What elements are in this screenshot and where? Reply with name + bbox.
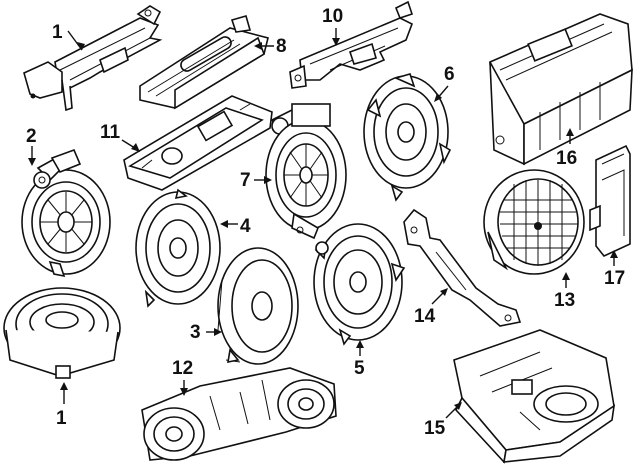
- callout-8-label: 8: [276, 36, 287, 57]
- callout-11: 11: [100, 122, 140, 152]
- callout-1-label: 1: [56, 408, 67, 429]
- callout-4: 4: [220, 216, 251, 237]
- part-12-center-woofer: [141, 367, 337, 461]
- callout-2: 2: [26, 126, 37, 166]
- callout-13: 13: [554, 272, 575, 311]
- callout-1: 1: [56, 382, 68, 429]
- callout-6-label: 6: [444, 64, 455, 85]
- callout-15: 15: [424, 402, 462, 439]
- part-17-amplifier-bracket: [589, 144, 631, 257]
- part-4-midrange: [135, 188, 221, 308]
- callout-8: 8: [254, 36, 287, 57]
- callout-7: 7: [240, 170, 272, 191]
- callout-16-label: 16: [556, 148, 577, 169]
- callout-5-label: 5: [354, 358, 365, 379]
- part-10-mounting-bracket: [289, 0, 414, 89]
- callout-4-label: 4: [240, 216, 251, 237]
- part-2-tweeter: [21, 148, 111, 278]
- callout-11-label: 11: [100, 122, 121, 143]
- part-7-speaker-bracket: [265, 103, 347, 240]
- callout-14-label: 14: [414, 306, 436, 327]
- part-6-panel-speaker: [363, 73, 452, 202]
- callout-17-label: 17: [604, 268, 625, 289]
- callout-12-label: 12: [172, 358, 193, 379]
- callout-16: 16: [556, 128, 577, 169]
- part-8-antenna-module: [139, 15, 269, 110]
- part-9-bracket: [23, 5, 163, 112]
- part-11-module-housing: [123, 95, 273, 191]
- part-13-subwoofer: [483, 169, 585, 275]
- callout-3: 3: [190, 322, 222, 343]
- part-5-rear-speaker: [313, 223, 406, 346]
- part-16-amplifier: [489, 13, 633, 166]
- callout-5: 5: [354, 340, 365, 379]
- part-15-enclosure: [453, 329, 616, 464]
- callout-6: 6: [434, 64, 455, 102]
- callout-12: 12: [172, 358, 193, 396]
- callout-17: 17: [604, 250, 625, 289]
- callout-15-label: 15: [424, 418, 446, 439]
- callout-7-label: 7: [240, 170, 251, 191]
- callout-9-label: 1: [52, 22, 63, 43]
- callout-2-label: 2: [26, 126, 37, 147]
- part-3-door-speaker: [217, 247, 299, 365]
- callout-14: 14: [414, 288, 448, 327]
- callout-10: 10: [322, 6, 343, 46]
- callout-10-label: 10: [322, 6, 343, 27]
- callout-3-label: 3: [190, 322, 201, 343]
- part-14-support-bracket: [403, 208, 522, 327]
- callout-9: 1: [52, 22, 85, 51]
- part-1-woofer: [3, 287, 121, 379]
- callout-13-label: 13: [554, 290, 575, 311]
